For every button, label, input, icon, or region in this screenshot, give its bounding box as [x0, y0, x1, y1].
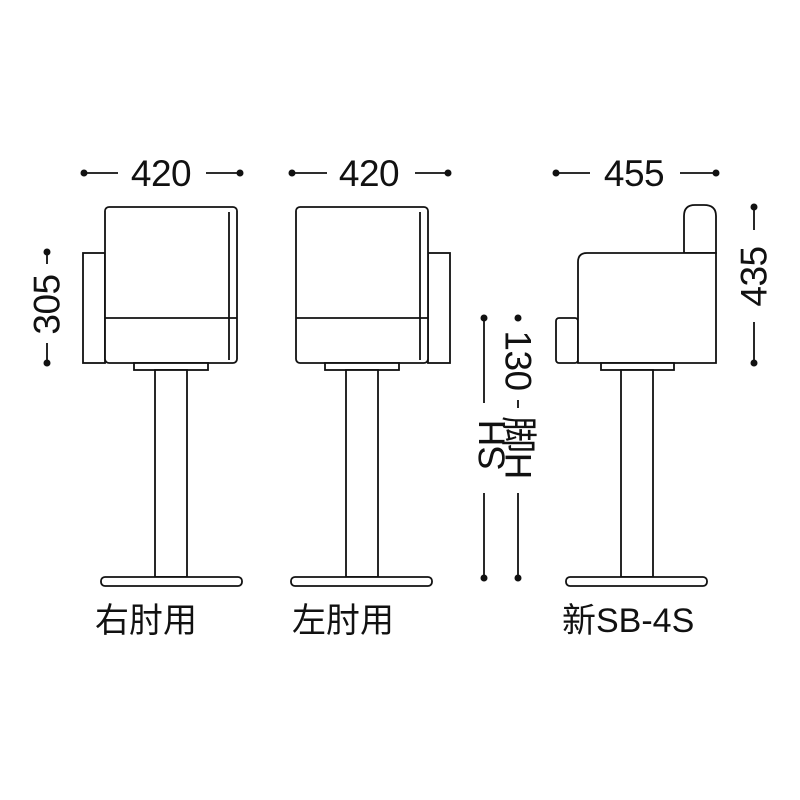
leg-height-label: 脚H [497, 416, 539, 479]
pole [620, 369, 654, 578]
seat-plate [133, 362, 209, 371]
width-right-label: 420 [130, 153, 192, 194]
base-plate [290, 576, 433, 587]
seat-back [104, 206, 238, 364]
caption-right-arm: 右肘用 [95, 602, 197, 640]
height-arm-label: 305 [26, 274, 68, 335]
seat-plate [324, 362, 400, 371]
front-view-left-arm [290, 206, 451, 587]
armrest-right [82, 252, 106, 364]
armrest-left [427, 252, 451, 364]
base-plate [565, 576, 708, 587]
pole [154, 369, 188, 578]
dim-height-total [750, 203, 758, 367]
dim-width-left [288, 169, 452, 177]
dim-width-right [80, 169, 244, 177]
width-side-label: 455 [603, 153, 665, 194]
seat-body [577, 252, 717, 364]
backrest [683, 204, 717, 254]
caption-model: 新SB-4S [562, 602, 695, 640]
armrest-side [555, 317, 579, 364]
pole [345, 369, 379, 578]
dim-width-side [552, 169, 720, 177]
seat-back [295, 206, 429, 364]
side-view [555, 204, 717, 587]
width-left-label: 420 [338, 153, 400, 194]
dim-leg-height [514, 314, 522, 582]
dim-seat-height [480, 314, 488, 582]
height-total-label: 435 [733, 246, 775, 307]
caption-left-arm: 左肘用 [292, 602, 394, 640]
front-view-right-arm [82, 206, 243, 587]
seat-plate [600, 362, 675, 371]
seat-above-frame-label: 130 [497, 330, 539, 391]
base-plate [100, 576, 243, 587]
dim-height-arm [43, 248, 51, 367]
